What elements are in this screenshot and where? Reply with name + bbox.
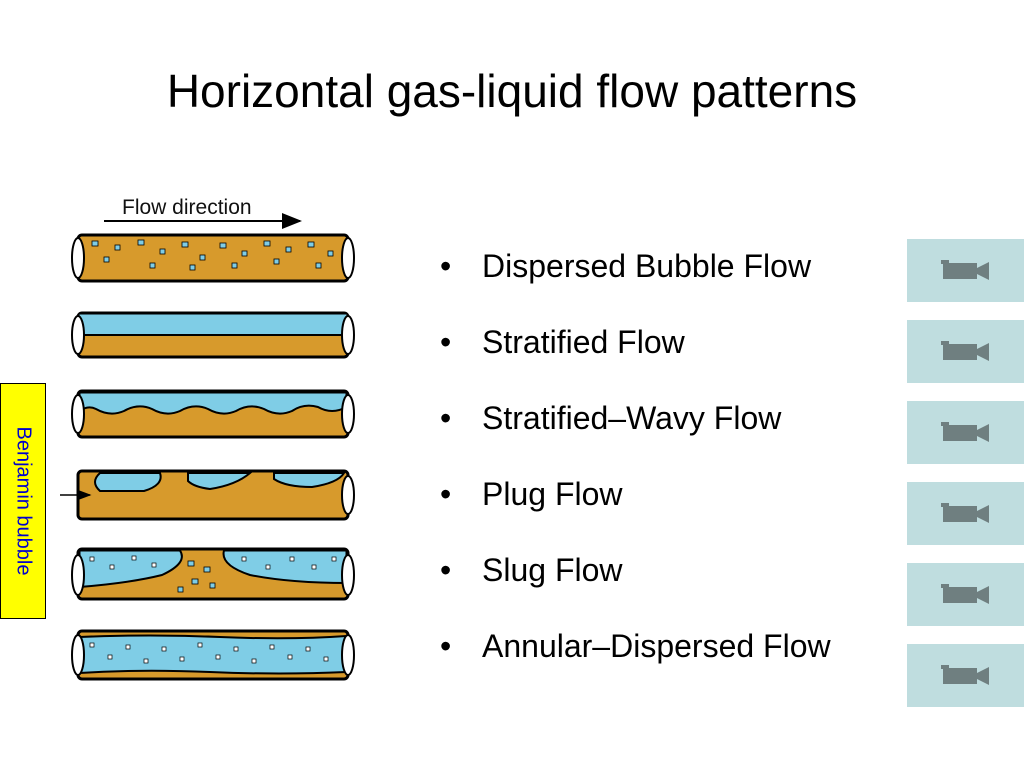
pipe-stratified-wavy <box>71 389 355 439</box>
play-video-button-dispersed-bubble[interactable] <box>907 239 1024 302</box>
flow-type-label: Annular–Dispersed Flow <box>482 628 831 664</box>
bullet: • <box>440 552 452 588</box>
video-camera-icon <box>941 260 989 280</box>
list-item: • Slug Flow <box>440 548 831 624</box>
flow-type-label: Stratified Flow <box>482 324 685 360</box>
benjamin-bubble-text: Benjamin bubble <box>12 426 35 576</box>
list-item: • Annular–Dispersed Flow <box>440 624 831 700</box>
list-item: • Dispersed Bubble Flow <box>440 244 831 320</box>
video-button-column <box>907 239 1024 725</box>
bullet: • <box>440 476 452 512</box>
pipe-annular-dispersed <box>71 629 355 681</box>
video-camera-icon <box>941 584 989 604</box>
play-video-button-plug[interactable] <box>907 482 1024 545</box>
video-camera-icon <box>941 503 989 523</box>
list-item: • Plug Flow <box>440 472 831 548</box>
play-video-button-stratified-wavy[interactable] <box>907 401 1024 464</box>
pipe-stratified <box>71 311 355 359</box>
pipe-plug <box>60 469 355 521</box>
flow-diagram-svg <box>60 213 355 681</box>
list-item: • Stratified–Wavy Flow <box>440 396 831 472</box>
slide-title: Horizontal gas-liquid flow patterns <box>166 65 858 117</box>
video-camera-icon <box>941 665 989 685</box>
bullet: • <box>440 324 452 360</box>
flow-type-label: Plug Flow <box>482 476 623 512</box>
bullet: • <box>440 400 452 436</box>
flow-type-label: Slug Flow <box>482 552 623 588</box>
flow-type-label: Dispersed Bubble Flow <box>482 248 812 284</box>
pipe-dispersed-bubble <box>71 233 355 283</box>
flow-type-label: Stratified–Wavy Flow <box>482 400 782 436</box>
flow-direction-label: Flow direction <box>122 196 252 219</box>
video-camera-icon <box>941 341 989 361</box>
bullet: • <box>440 628 452 664</box>
play-video-button-slug[interactable] <box>907 563 1024 626</box>
flow-pattern-diagram: Flow direction <box>60 185 370 690</box>
bullet: • <box>440 248 452 284</box>
play-video-button-stratified[interactable] <box>907 320 1024 383</box>
video-camera-icon <box>941 422 989 442</box>
list-item: • Stratified Flow <box>440 320 831 396</box>
benjamin-bubble-label: Benjamin bubble <box>0 383 46 619</box>
pipe-slug <box>71 547 355 601</box>
play-video-button-annular-dispersed[interactable] <box>907 644 1024 707</box>
flow-type-list: •Dispersed Bubble Flow •Stratified Flow … <box>440 244 831 700</box>
